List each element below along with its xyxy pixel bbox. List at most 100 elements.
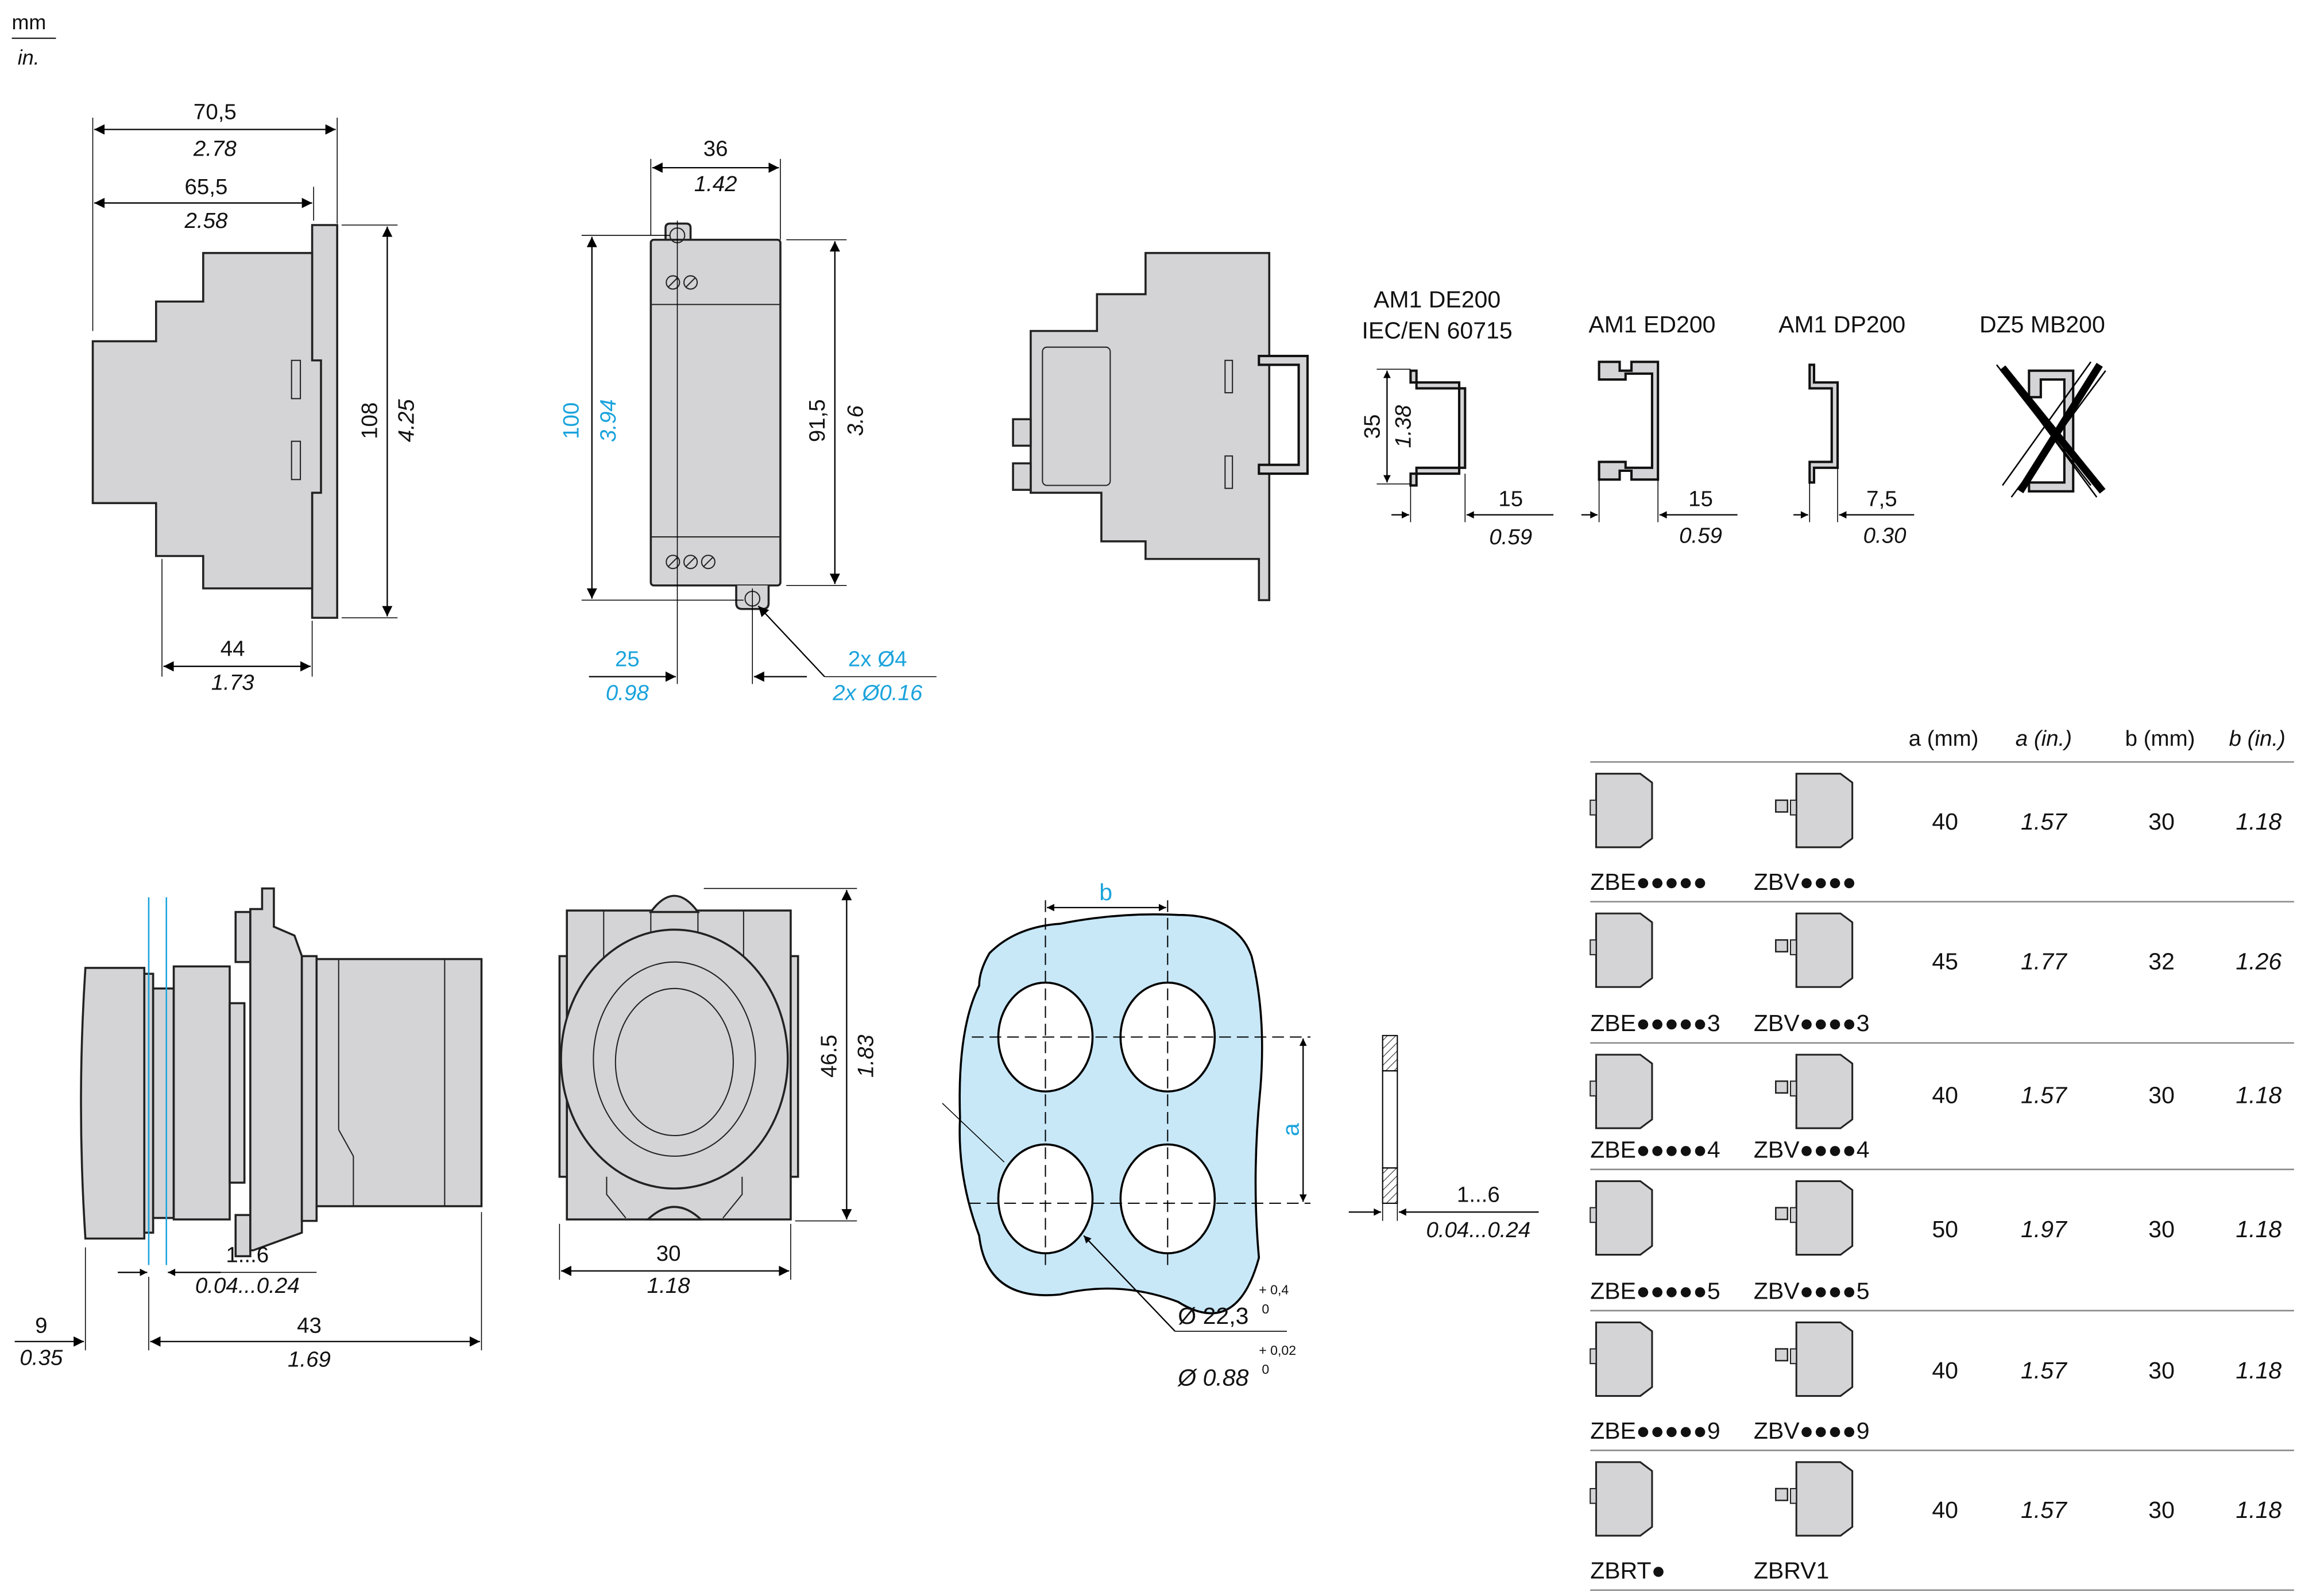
table-row: ZBE●●●●●4 ZBV●●●●4 40 1.57 30 1.18 — [1590, 1042, 2294, 1163]
cell-a-in: 1.57 — [2021, 1497, 2068, 1523]
rail-name: DZ5 MB200 — [1979, 311, 2105, 338]
cell-b-in: 1.18 — [2236, 1497, 2281, 1523]
cell-a-mm: 40 — [1932, 1082, 1958, 1109]
zbe-contact-block-icon — [1590, 1321, 1653, 1397]
block-ref-2: ZBRV1 — [1754, 1557, 1829, 1583]
cell-a-mm: 40 — [1932, 1497, 1958, 1523]
cell-a-mm: 40 — [1932, 1357, 1958, 1384]
zbv-contact-block-icon — [1775, 773, 1854, 849]
dim-hole-pitch-mm: 100 — [559, 402, 584, 439]
units-legend: mm in. — [11, 11, 56, 69]
din-rail-am1-ed200: AM1 ED200 15 0.59 — [1581, 311, 1738, 548]
zbv-contact-block-icon — [1775, 1053, 1854, 1129]
dim-hole-offset-mm: 25 — [615, 647, 640, 672]
panel-cutout-diagram: b a Ø 22,3 + 0,4 0 Ø 0.88 + 0,02 0 1...6… — [942, 879, 1539, 1391]
dim-front-projection-in: 0.35 — [20, 1346, 63, 1370]
pushbutton-side-view: 1...6 0.04...0.24 9 0.35 43 1.69 — [14, 887, 483, 1372]
dim-rail-depth-in: 1.73 — [211, 671, 254, 695]
hole-tol-mm-upper: + 0,4 — [1259, 1283, 1289, 1297]
dim-body-height-mm: 91,5 — [805, 399, 830, 442]
cell-a-in: 1.57 — [2021, 1357, 2068, 1384]
rail-height-in: 1.38 — [1391, 405, 1416, 448]
unit-in: in. — [18, 47, 40, 69]
cell-a-in: 1.57 — [2021, 1082, 2068, 1109]
contact-block-table: a (mm) a (in.) b (mm) b (in.) ZBE●●●●● ZB… — [1590, 726, 2294, 1591]
cell-a-mm: 50 — [1932, 1216, 1958, 1242]
hole-diameter-mm: Ø 22,3 — [1178, 1303, 1248, 1329]
cell-b-in: 1.18 — [2236, 808, 2281, 835]
power-supply-side-view: 70,5 2.78 65,5 2.58 108 4.25 44 1.73 — [91, 100, 419, 695]
cell-b-in: 1.18 — [2236, 1216, 2281, 1242]
hole-tol-in-upper: + 0,02 — [1259, 1343, 1296, 1358]
power-supply-front-view: 36 1.42 100 3.94 91,5 3.6 — [559, 137, 937, 706]
block-ref-2: ZBV●●●●3 — [1754, 1010, 1870, 1036]
dim-hole-offset-in: 0.98 — [606, 681, 649, 706]
dim-a-label: a — [1278, 1123, 1304, 1136]
cell-b-mm: 30 — [2148, 1082, 2175, 1109]
panel-section: 1...6 0.04...0.24 — [1348, 1035, 1539, 1242]
incompatible-cross-icon — [1996, 361, 2106, 498]
dim-height-mm: 108 — [357, 402, 382, 439]
dim-overall-width-mm: 70,5 — [194, 100, 237, 125]
rail-depth-mm: 15 — [1498, 486, 1523, 511]
din-rail-dz5-mb200: DZ5 MB200 — [1979, 311, 2106, 498]
cell-b-mm: 30 — [2148, 1497, 2175, 1523]
dim-hole-pitch-in: 3.94 — [596, 399, 621, 442]
rail-height-mm: 35 — [1360, 415, 1385, 439]
unit-mm: mm — [12, 11, 47, 34]
zbv-contact-block-icon — [1775, 1461, 1854, 1537]
hole-tol-mm-lower: 0 — [1262, 1301, 1269, 1316]
din-rail-list: AM1 DE200 IEC/EN 60715 35 1.38 15 0.59 A… — [1360, 286, 2106, 549]
hole-diameter-in: Ø 0.88 — [1177, 1365, 1248, 1391]
dim-height-in: 4.25 — [395, 399, 419, 442]
zbe-contact-block-icon — [1590, 1053, 1653, 1129]
block-ref-1: ZBE●●●●●9 — [1590, 1417, 1720, 1444]
pushbutton-front-view: 46.5 1.83 30 1.18 — [558, 888, 879, 1298]
cell-a-in: 1.57 — [2021, 808, 2068, 835]
cell-b-mm: 30 — [2148, 1357, 2175, 1384]
block-ref-1: ZBE●●●●● — [1590, 869, 1707, 895]
cell-b-in: 1.18 — [2236, 1082, 2281, 1109]
dim-depth-mm: 43 — [297, 1313, 322, 1338]
dim-panel-thickness-mm: 1...6 — [226, 1242, 269, 1267]
cell-a-in: 1.77 — [2021, 948, 2068, 975]
block-ref-1: ZBE●●●●●4 — [1590, 1136, 1720, 1163]
dim-body-width-in: 2.58 — [184, 208, 228, 233]
dim-body-height-in: 3.6 — [844, 405, 868, 436]
cell-a-mm: 40 — [1932, 808, 1958, 835]
block-ref-2: ZBV●●●●5 — [1754, 1277, 1870, 1304]
table-header: a (mm) a (in.) b (mm) b (in.) — [1909, 726, 2286, 751]
dim-front-width-mm: 36 — [703, 137, 728, 161]
block-ref-1: ZBE●●●●●5 — [1590, 1277, 1720, 1304]
block-ref-2: ZBV●●●●9 — [1754, 1417, 1870, 1444]
cell-b-mm: 32 — [2148, 948, 2175, 975]
zbv-contact-block-icon — [1775, 1321, 1854, 1397]
block-ref-2: ZBV●●●●4 — [1754, 1136, 1870, 1163]
zbv-contact-block-icon — [1775, 912, 1854, 988]
dim-b-label: b — [1099, 879, 1112, 905]
zbe-contact-block-icon — [1590, 1180, 1653, 1256]
panel-thickness-mm: 1...6 — [1457, 1182, 1500, 1207]
header-a-in: a (in.) — [2016, 726, 2072, 751]
dim-panel-thickness-in: 0.04...0.24 — [195, 1273, 300, 1298]
header-b-mm: b (mm) — [2125, 726, 2195, 751]
rail-depth-mm: 15 — [1688, 486, 1713, 511]
block-ref-2: ZBV●●●● — [1754, 869, 1857, 895]
rail-depth-in: 0.59 — [1679, 523, 1722, 548]
cell-a-mm: 45 — [1932, 948, 1958, 975]
terminal-screws-top — [666, 275, 698, 290]
panel-thickness-in: 0.04...0.24 — [1426, 1218, 1530, 1242]
din-rail-am1-de200: AM1 DE200 IEC/EN 60715 35 1.38 15 0.59 — [1360, 286, 1554, 549]
cell-b-mm: 30 — [2148, 808, 2175, 835]
header-a-mm: a (mm) — [1909, 726, 1979, 751]
dim-overall-width-in: 2.78 — [193, 137, 237, 161]
panel-plate — [958, 913, 1263, 1315]
dim-button-height-mm: 46.5 — [817, 1035, 841, 1078]
terminal-screws-bottom — [666, 555, 716, 570]
dim-button-height-in: 1.83 — [854, 1035, 879, 1078]
rail-name: AM1 DE200 — [1374, 286, 1501, 313]
